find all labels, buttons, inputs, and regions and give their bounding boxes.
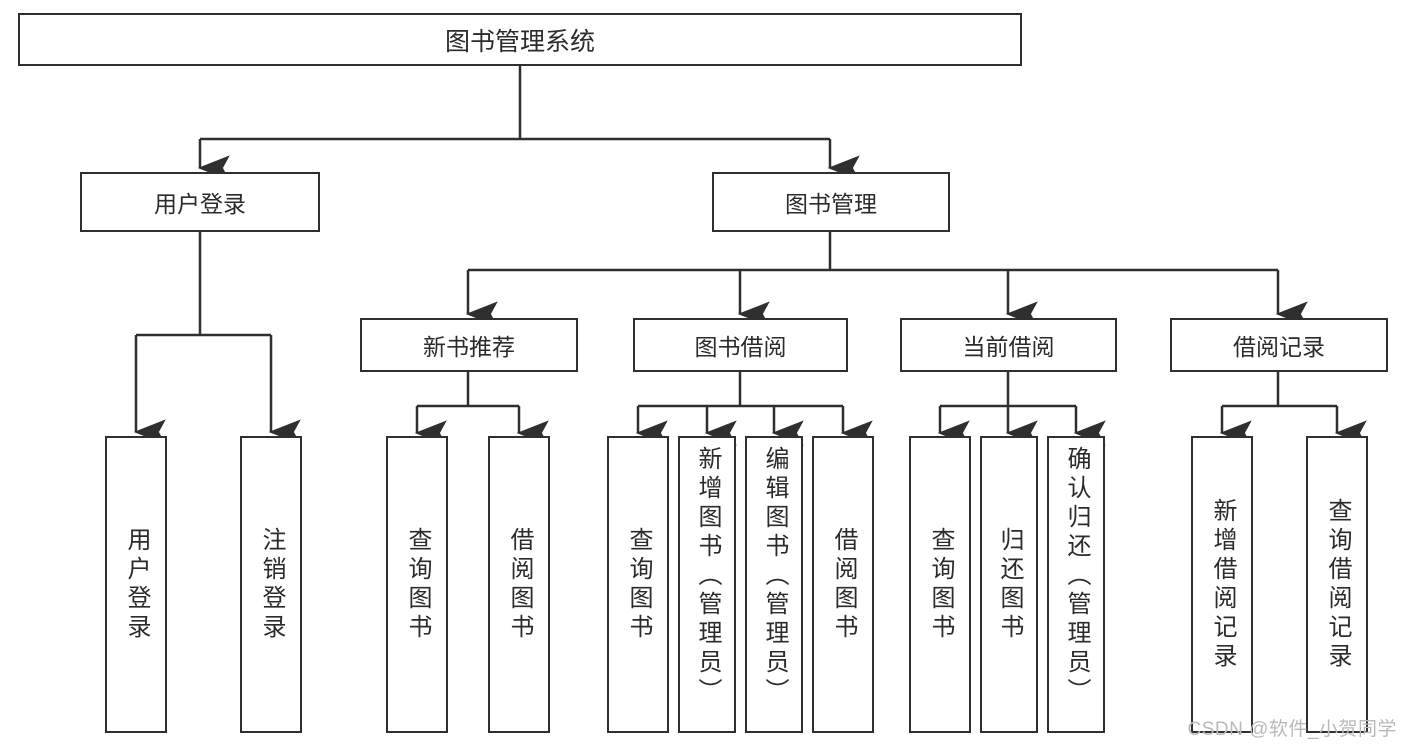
leaf-add-borrow-record[interactable]: 新增借阅记录 [1191,436,1253,733]
node-label: 归还图书 [996,526,1023,643]
node-current-borrow[interactable]: 当前借阅 [900,318,1117,372]
node-new-book-recommend[interactable]: 新书推荐 [360,318,578,372]
leaf-borrow-book[interactable]: 借阅图书 [812,436,874,733]
node-label: 注销登录 [258,526,285,643]
node-label: 用户登录 [123,526,150,643]
leaf-user-login[interactable]: 用户登录 [105,436,167,733]
node-book-management[interactable]: 图书管理 [712,172,950,232]
node-label: 新增借阅记录 [1209,497,1236,672]
leaf-return-book[interactable]: 归还图书 [980,436,1038,733]
node-user-login[interactable]: 用户登录 [80,172,320,232]
leaf-add-book-admin[interactable]: 新增图书（管理员） [678,436,736,733]
node-label: 图书管理 [785,191,877,217]
node-label: 借阅图书 [506,526,533,643]
node-label: 新书推荐 [423,334,515,360]
node-label: 图书借阅 [694,334,787,360]
node-label: 借阅记录 [1233,334,1325,360]
node-label: 借阅图书 [830,526,857,643]
node-root-system[interactable]: 图书管理系统 [18,13,1022,66]
node-label: 用户登录 [154,191,246,217]
leaf-confirm-return-admin[interactable]: 确认归还（管理员） [1047,436,1105,733]
leaf-query-book-rec[interactable]: 查询图书 [386,436,448,733]
leaf-query-borrow-record[interactable]: 查询借阅记录 [1306,436,1368,733]
node-label: 查询图书 [927,526,954,643]
leaf-query-book-borrow[interactable]: 查询图书 [607,436,669,733]
node-label: 查询图书 [404,526,431,643]
node-label: 当前借阅 [962,334,1055,360]
node-book-borrow[interactable]: 图书借阅 [633,318,848,372]
node-label: 编辑图书（管理员） [761,446,788,707]
node-label: 图书管理系统 [444,27,595,56]
node-label: 查询借阅记录 [1324,497,1351,672]
leaf-borrow-book-rec[interactable]: 借阅图书 [488,436,550,733]
node-borrow-record[interactable]: 借阅记录 [1170,318,1388,372]
node-label: 查询图书 [625,526,652,643]
node-label: 确认归还（管理员） [1063,446,1090,707]
node-label: 新增图书（管理员） [694,446,721,707]
leaf-edit-book-admin[interactable]: 编辑图书（管理员） [745,436,803,733]
leaf-query-book-current[interactable]: 查询图书 [909,436,971,733]
csdn-watermark: CSDN @软件_小贺同学 [1187,719,1397,740]
leaf-user-logout[interactable]: 注销登录 [240,436,302,733]
